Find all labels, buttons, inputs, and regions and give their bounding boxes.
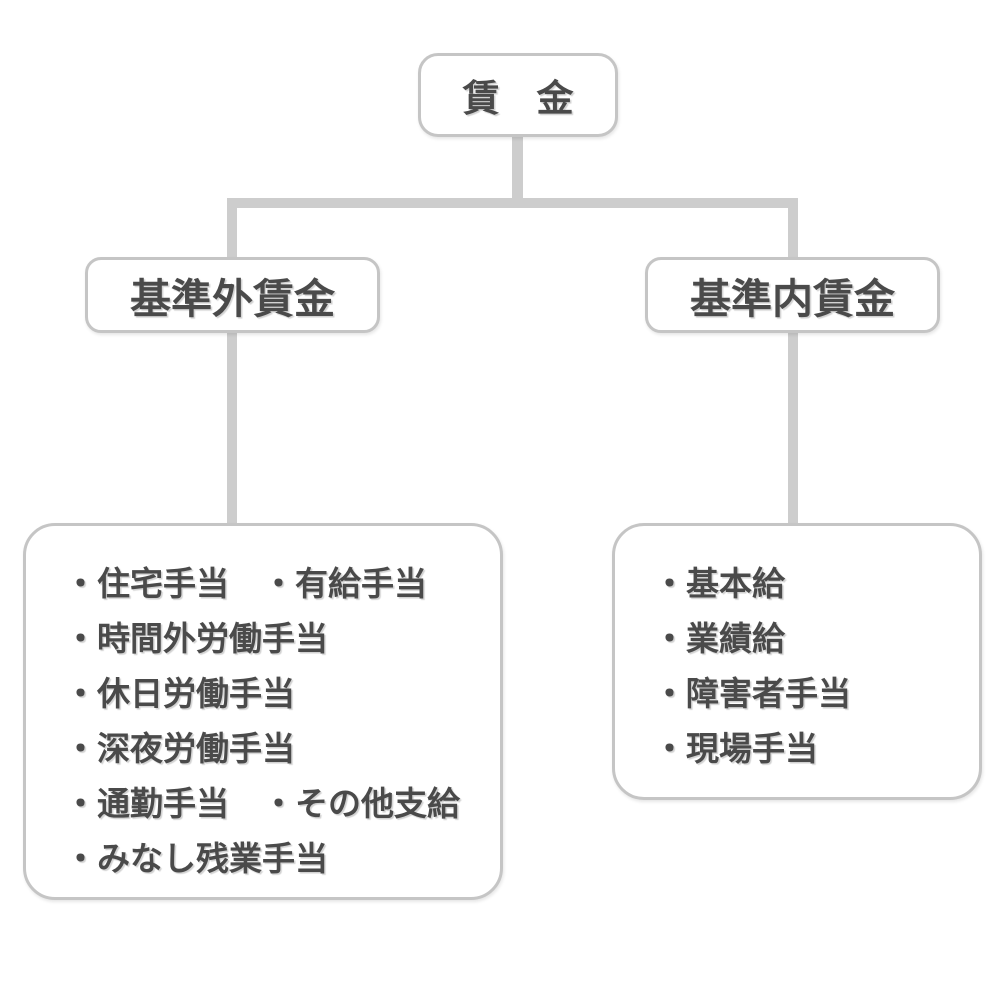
list-standard-wage-items: ・基本給 ・業績給 ・障害者手当 ・現場手当	[612, 523, 982, 800]
node-standard-wage: 基準内賃金	[645, 257, 940, 333]
list-item: ・障害者手当	[653, 675, 851, 712]
list-non-standard-wage-items: ・住宅手当 ・有給手当 ・時間外労働手当 ・休日労働手当 ・深夜労働手当 ・通勤…	[23, 523, 503, 900]
node-non-standard-wage-label: 基準外賃金	[130, 276, 335, 322]
list-item: ・時間外労働手当	[64, 620, 328, 657]
list-item: ・業績給	[653, 620, 785, 657]
list-item: ・基本給	[653, 565, 785, 602]
list-item: ・現場手当	[653, 730, 818, 767]
node-wage-root-label: 賃 金	[462, 78, 574, 119]
list-item: ・深夜労働手当	[64, 730, 295, 767]
connector-root-trunk	[512, 134, 523, 204]
list-item: ・通勤手当 ・その他支給	[64, 785, 460, 822]
list-item: ・休日労働手当	[64, 675, 295, 712]
connector-horizontal-bar	[227, 198, 798, 208]
node-wage-root: 賃 金	[418, 53, 618, 137]
list-item: ・住宅手当 ・有給手当	[64, 565, 427, 602]
list-item: ・みなし残業手当	[64, 840, 328, 877]
connector-left-branch-to-list	[227, 330, 237, 528]
connector-drop-left-branch	[227, 198, 237, 262]
node-non-standard-wage: 基準外賃金	[85, 257, 380, 333]
node-standard-wage-label: 基準内賃金	[690, 276, 895, 322]
connector-drop-right-branch	[788, 198, 798, 262]
connector-right-branch-to-list	[788, 330, 798, 528]
